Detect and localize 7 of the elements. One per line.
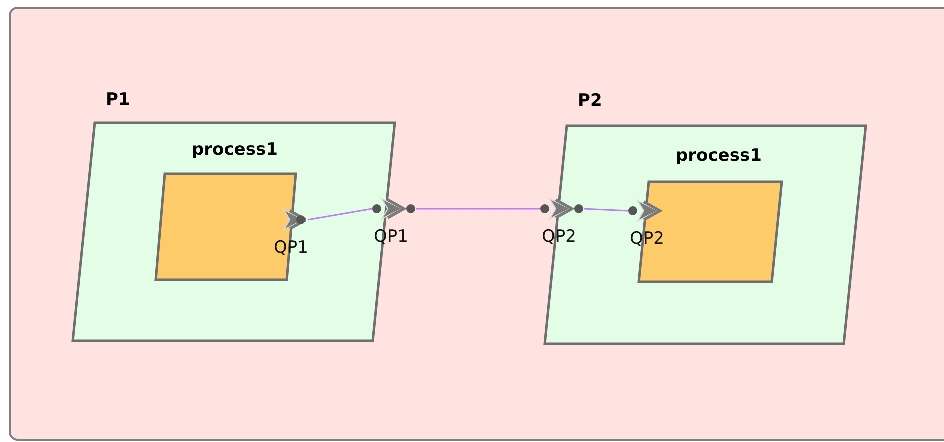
group-title: P2 — [578, 91, 602, 111]
group-title: process1 — [192, 140, 278, 160]
group-title: P1 — [106, 90, 130, 110]
connector-line — [584, 208, 628, 212]
connector-line — [416, 208, 540, 210]
connector-line — [308, 208, 372, 221]
group-title: process1 — [676, 146, 762, 166]
